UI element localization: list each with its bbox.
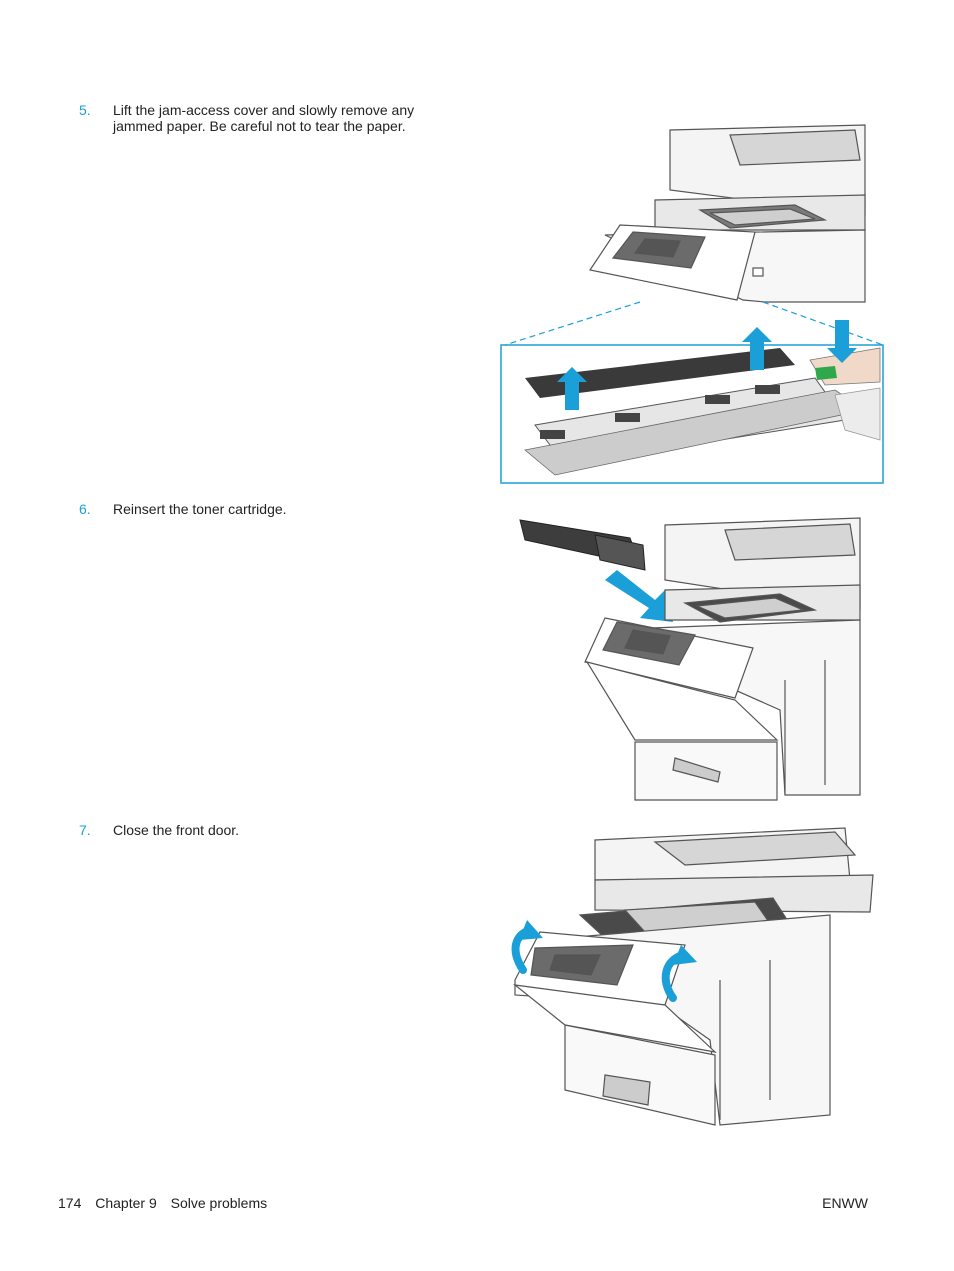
arrow-down-icon xyxy=(827,320,857,363)
step-text: Close the front door. xyxy=(113,822,240,838)
step-number: 6. xyxy=(79,501,91,517)
toner-cartridge-icon xyxy=(519,519,646,571)
arrow-down-right-icon xyxy=(605,570,673,622)
chapter-label: Chapter 9 xyxy=(95,1195,157,1211)
printer-icon xyxy=(584,517,861,801)
arrow-up-icon xyxy=(557,327,772,410)
step-number: 7. xyxy=(79,822,91,838)
section-label: Solve problems xyxy=(170,1195,268,1211)
step-text: Lift the jam-access cover and slowly rem… xyxy=(113,102,415,134)
footer-right: ENWW xyxy=(822,1195,868,1211)
printer-icon xyxy=(589,124,866,303)
step-text: Reinsert the toner cartridge. xyxy=(113,501,287,517)
callout-lines xyxy=(504,301,884,346)
close-front-door-illustration xyxy=(511,827,874,1126)
reinsert-toner-illustration xyxy=(519,517,861,801)
printer-icon xyxy=(512,827,874,1126)
arrow-head-icon xyxy=(519,920,697,965)
page-number: 174 xyxy=(58,1195,82,1211)
detail-view xyxy=(500,344,884,484)
footer-left: 174 Chapter 9 Solve problems xyxy=(58,1195,277,1211)
step-number: 5. xyxy=(79,102,91,118)
jam-access-cover-illustration xyxy=(500,124,884,484)
